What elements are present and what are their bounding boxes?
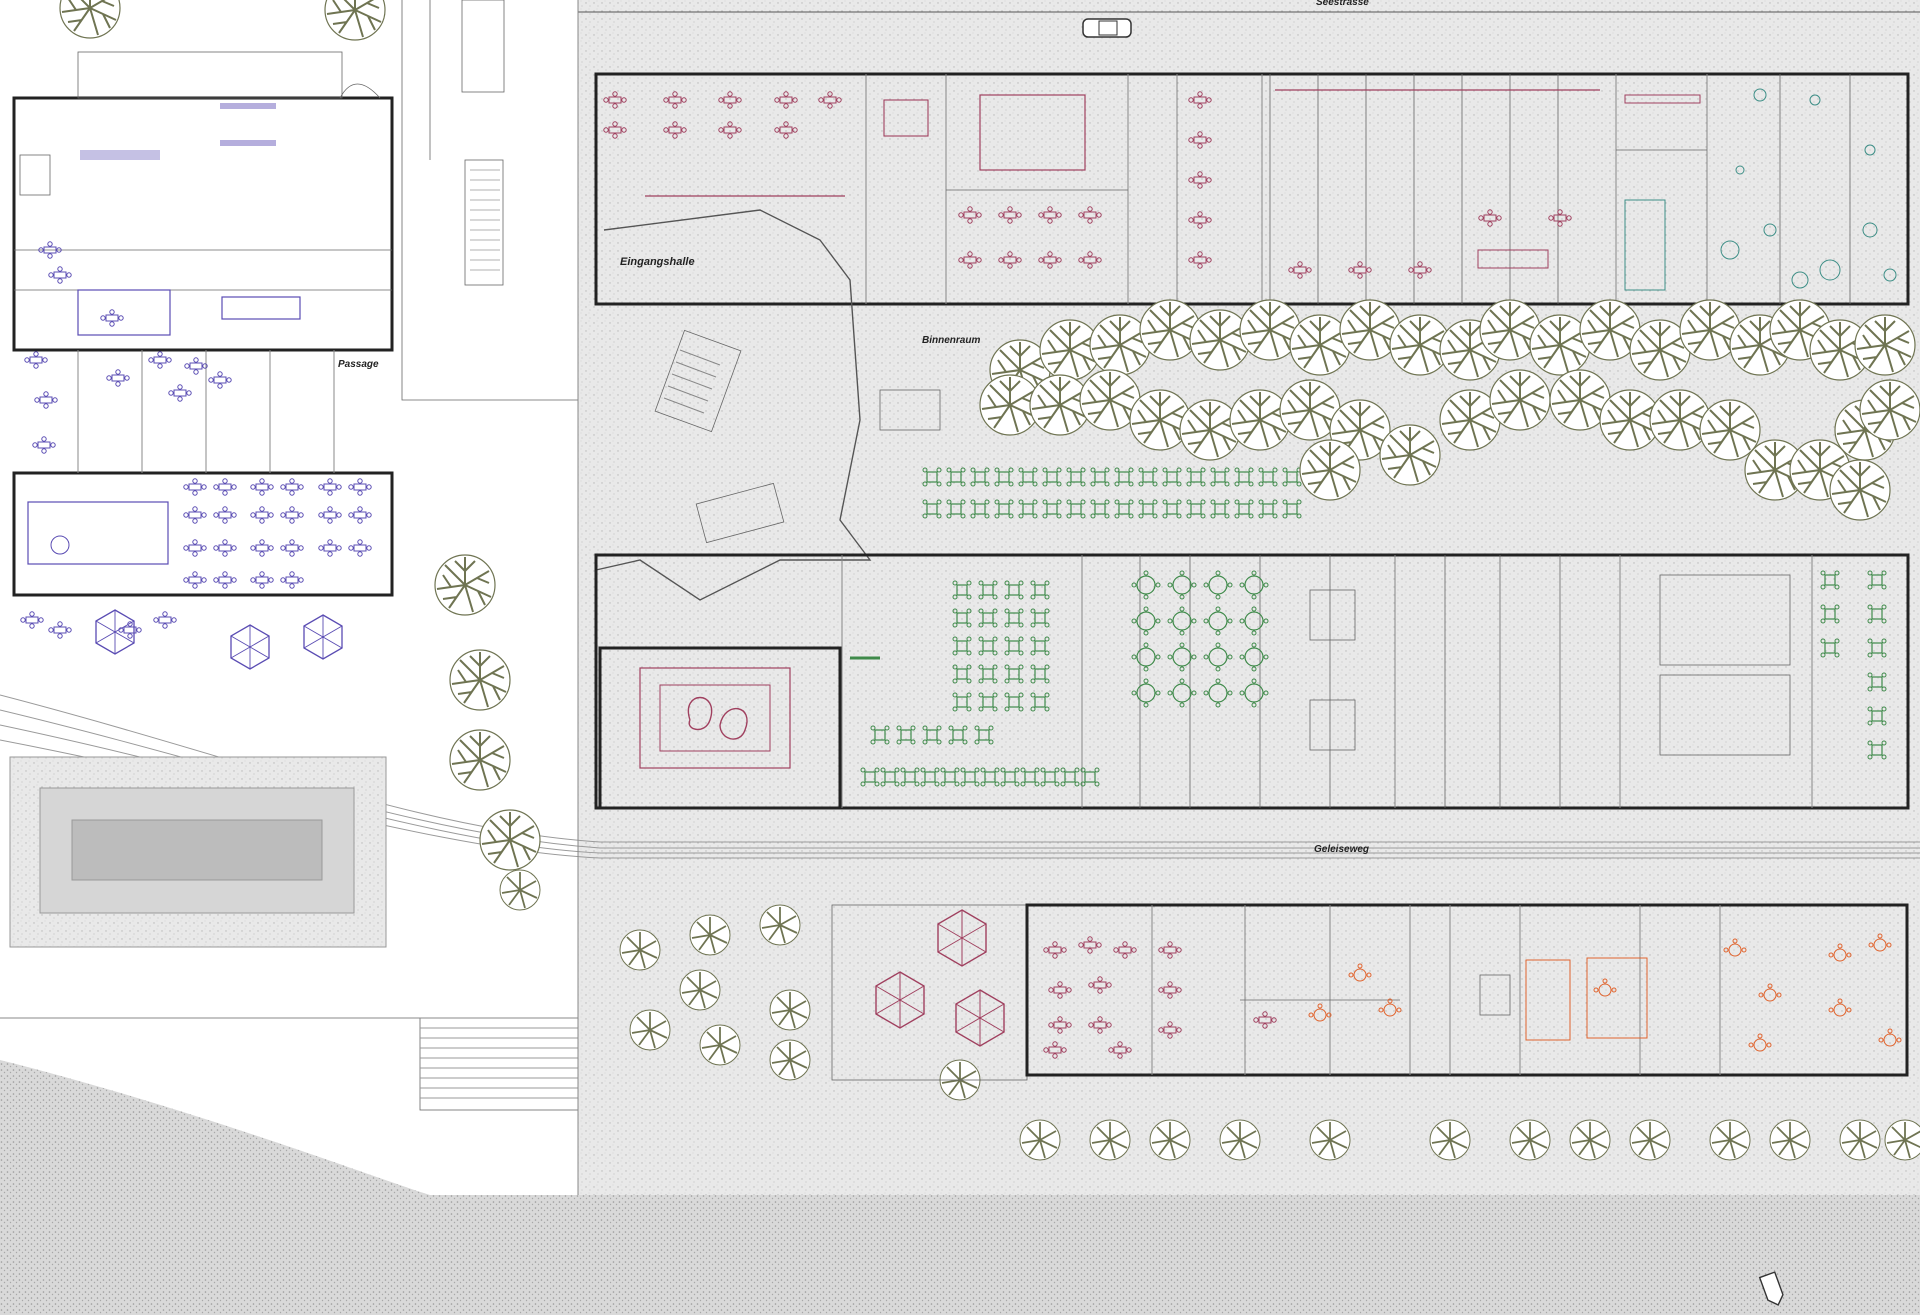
tree-icon <box>1229 389 1291 451</box>
entrance-hall-label: Eingangshalle <box>620 256 695 268</box>
tree-icon <box>699 1024 741 1066</box>
tree-icon <box>1139 299 1201 361</box>
building-north <box>594 72 1910 306</box>
entrance-hall-outline <box>595 209 872 601</box>
tree-icon <box>759 904 801 946</box>
tree-icon <box>619 929 661 971</box>
tree-icon <box>1509 1119 1551 1161</box>
boat-icon[interactable] <box>1758 1271 1786 1308</box>
tree-icon <box>679 969 721 1011</box>
tree-icon <box>769 1039 811 1081</box>
tree-icon <box>1769 1119 1811 1161</box>
track-path-label: Geleiseweg <box>1314 844 1369 855</box>
tree-icon <box>629 1009 671 1051</box>
tree-icon <box>1884 1119 1920 1161</box>
tree-icon <box>1299 439 1361 501</box>
car-icon[interactable] <box>1082 18 1132 38</box>
tree-icon <box>1629 1119 1671 1161</box>
tree-icon <box>1699 399 1761 461</box>
tree-icon <box>1129 389 1191 451</box>
passage-label: Passage <box>338 359 379 370</box>
tree-icon <box>1489 369 1551 431</box>
tree-icon <box>1854 314 1916 376</box>
tree-icon <box>1019 1119 1061 1161</box>
tree-icon <box>1429 1119 1471 1161</box>
courtyard-label: Binnenraum <box>922 335 980 346</box>
tree-icon <box>769 989 811 1031</box>
building-left <box>12 51 394 597</box>
tree-icon <box>1569 1119 1611 1161</box>
tree-icon <box>1149 1119 1191 1161</box>
tree-icon <box>1089 1119 1131 1161</box>
street-label: Seestrasse <box>1316 0 1369 8</box>
tree-icon <box>1709 1119 1751 1161</box>
lake-shore <box>0 1060 1920 1315</box>
building-south <box>594 553 1910 810</box>
left-stair <box>401 0 578 401</box>
tree-icon <box>1189 309 1251 371</box>
tree-icon <box>1379 424 1441 486</box>
tree-icon <box>1829 459 1891 521</box>
tree-icon <box>1219 1119 1261 1161</box>
tree-icon <box>689 914 731 956</box>
building-bottom <box>831 903 1909 1081</box>
steps <box>419 1017 579 1111</box>
tree-icon <box>1179 399 1241 461</box>
tree-icon <box>1309 1119 1351 1161</box>
stair-icon <box>654 329 941 544</box>
tree-icon <box>1859 379 1920 441</box>
tree-icon <box>1649 389 1711 451</box>
left-pool <box>9 756 387 948</box>
north-furniture <box>603 88 1897 289</box>
tree-icon <box>1839 1119 1881 1161</box>
